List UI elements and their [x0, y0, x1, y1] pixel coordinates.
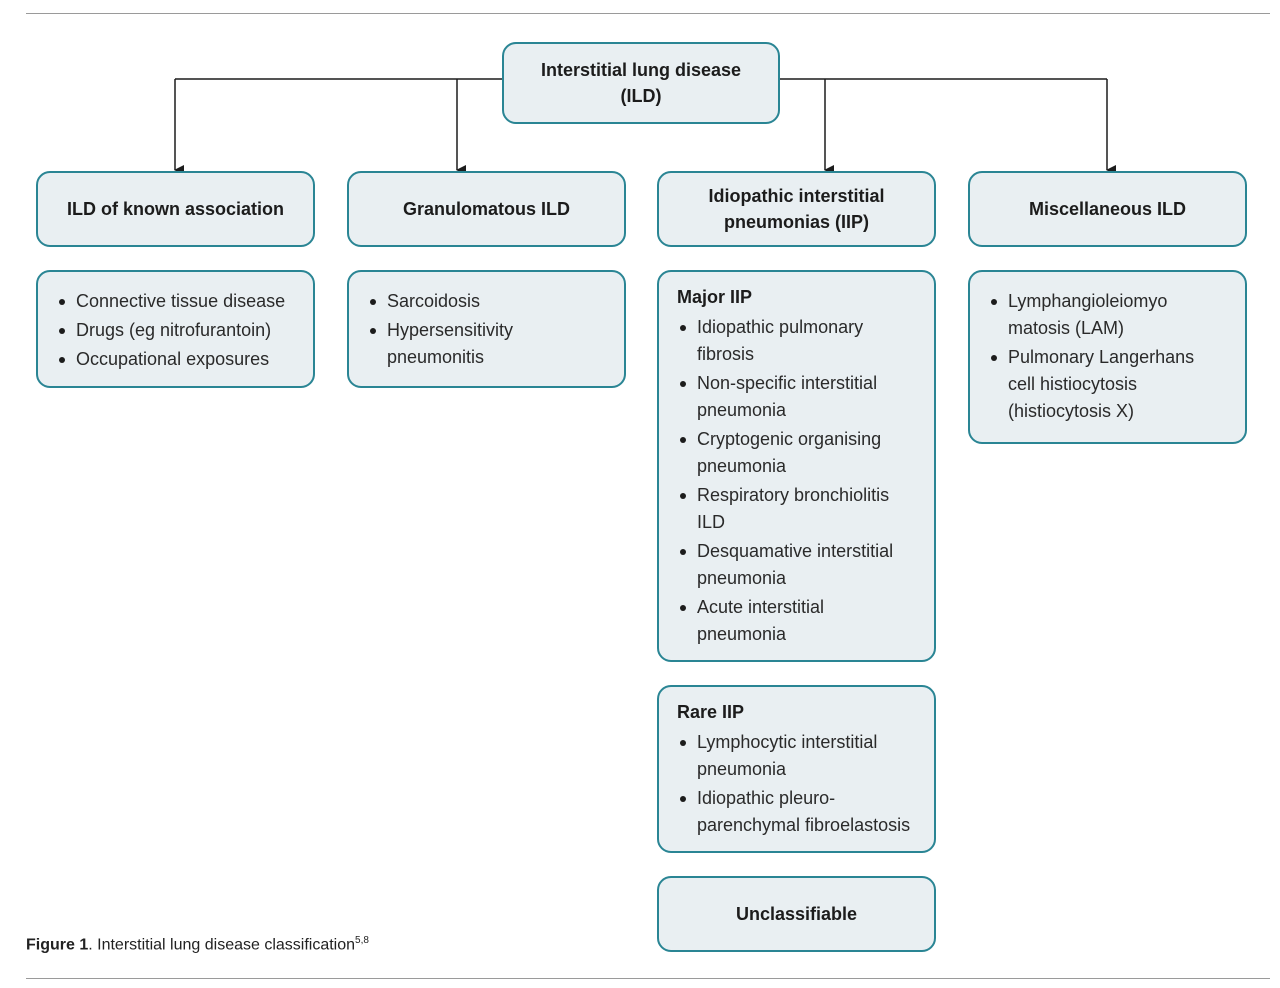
list-item: Idiopathic pulmonary fibrosis [677, 314, 887, 368]
group-title: Major IIP [677, 287, 753, 307]
list-item: Pulmonary Langerhans cell histiocytosis … [988, 344, 1208, 425]
group-title: Unclassifiable [735, 904, 858, 924]
list-item: Connective tissue disease [56, 288, 297, 315]
granulomatous-list: Sarcoidosis Hypersensitivity pneumonitis [347, 270, 626, 388]
category-granulomatous: Granulomatous ILD [347, 171, 626, 247]
bottom-rule [26, 978, 1270, 979]
group-title: Rare IIP [677, 702, 745, 722]
miscellaneous-list: Lymphangioleiomyo matosis (LAM) Pulmonar… [968, 270, 1247, 444]
category-label: ILD of known association [66, 199, 285, 219]
list-item: Hypersensitivity pneumonitis [367, 317, 527, 371]
figure-caption: Figure 1. Interstitial lung disease clas… [26, 935, 369, 954]
major-iip-box: Major IIP Idiopathic pulmonary fibrosis … [657, 270, 936, 662]
category-iip: Idiopathic interstitial pneumonias (IIP) [657, 171, 936, 247]
category-known-association: ILD of known association [36, 171, 315, 247]
known-association-list: Connective tissue disease Drugs (eg nitr… [36, 270, 315, 388]
list-item: Acute interstitial pneumonia [677, 594, 847, 648]
list-item: Drugs (eg nitrofurantoin) [56, 317, 297, 344]
root-label: Interstitial lung disease (ILD) [540, 60, 742, 106]
list-item: Idiopathic pleuro-parenchymal fibroelast… [677, 785, 918, 839]
list-item: Non-specific interstitial pneumonia [677, 370, 918, 424]
top-rule [26, 13, 1270, 14]
category-miscellaneous: Miscellaneous ILD [968, 171, 1247, 247]
list-item: Sarcoidosis [367, 288, 608, 315]
caption-text: . Interstitial lung disease classificati… [88, 936, 356, 954]
root-node: Interstitial lung disease (ILD) [502, 42, 780, 124]
category-label: Idiopathic interstitial pneumonias (IIP) [708, 186, 885, 232]
unclassifiable-box: Unclassifiable [657, 876, 936, 952]
category-label: Granulomatous ILD [402, 199, 570, 219]
list-item: Occupational exposures [56, 346, 297, 373]
rare-iip-box: Rare IIP Lymphocytic interstitial pneumo… [657, 685, 936, 853]
caption-label: Figure 1 [26, 936, 89, 954]
category-label: Miscellaneous ILD [1028, 199, 1187, 219]
list-item: Desquamative interstitial pneumonia [677, 538, 918, 592]
caption-refs: 5,8 [355, 935, 369, 946]
list-item: Cryptogenic organising pneumonia [677, 426, 918, 480]
list-item: Respiratory bronchiolitis ILD [677, 482, 907, 536]
list-item: Lymphangioleiomyo matosis (LAM) [988, 288, 1188, 342]
list-item: Lymphocytic interstitial pneumonia [677, 729, 918, 783]
